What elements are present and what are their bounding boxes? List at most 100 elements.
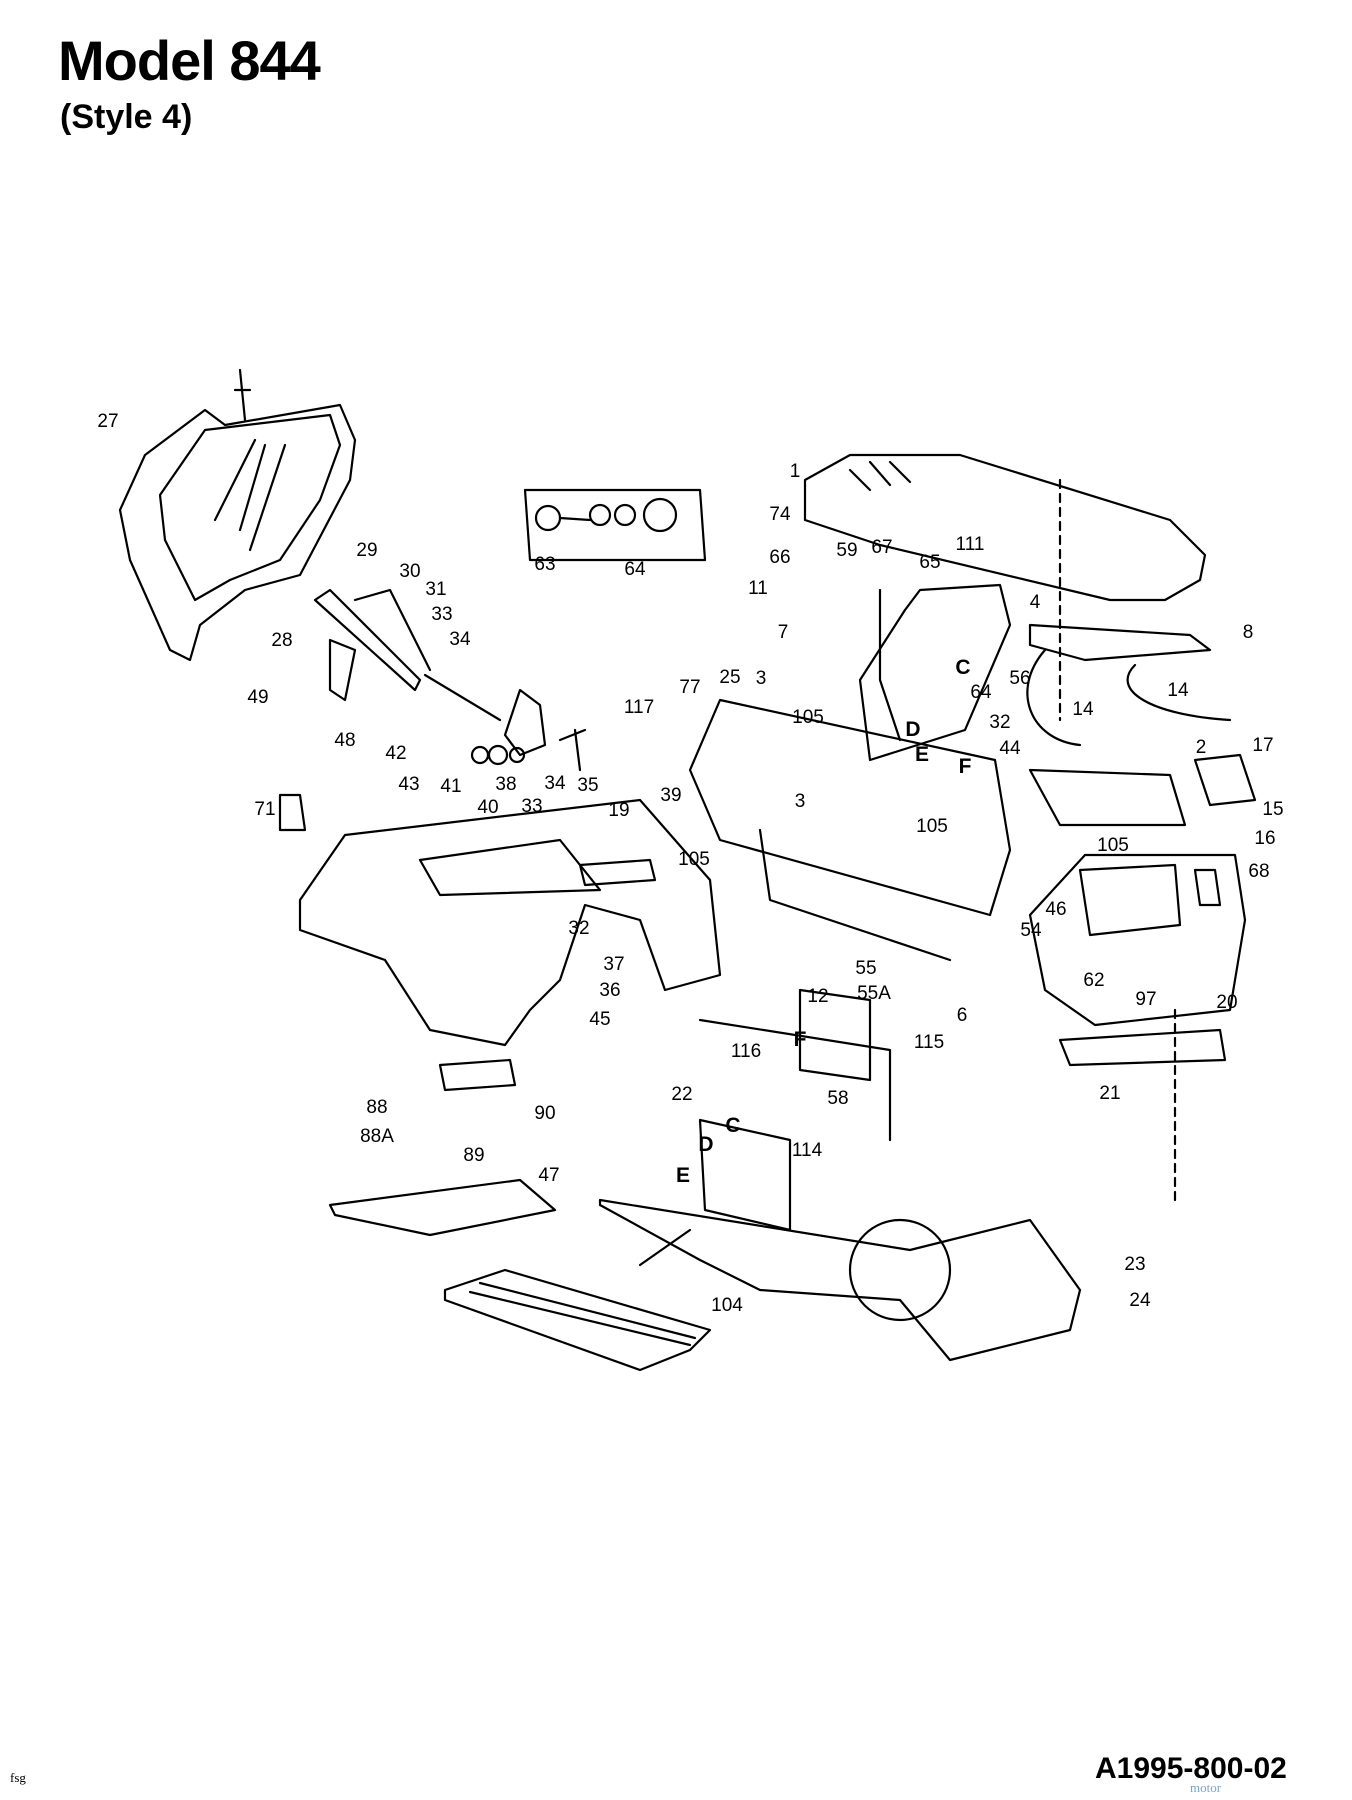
callout: 20 [1216, 992, 1238, 1013]
callout: 89 [463, 1145, 485, 1166]
ref-letter: F [793, 1028, 807, 1051]
callout: 116 [730, 1041, 762, 1062]
watermark: motor [1190, 1780, 1222, 1795]
callout: 16 [1254, 828, 1276, 849]
callout: 32 [989, 712, 1011, 733]
callout: 45 [589, 1009, 611, 1030]
callout: 25 [719, 667, 741, 688]
callout: 40 [477, 797, 499, 818]
callout: 97 [1135, 989, 1157, 1010]
callout: 22 [671, 1084, 693, 1105]
callout: 48 [334, 730, 356, 751]
callout: 7 [777, 622, 789, 643]
hood [1028, 753, 1257, 1202]
callout: 71 [254, 799, 276, 820]
ref-letter: E [675, 1164, 691, 1187]
callout: 65 [919, 552, 941, 573]
callout: 58 [827, 1088, 849, 1109]
callout: 74 [769, 504, 791, 525]
callout: 49 [247, 687, 269, 708]
callout: 47 [538, 1165, 560, 1186]
callout: 39 [660, 785, 682, 806]
callout: 114 [791, 1140, 823, 1161]
callout: 42 [385, 743, 407, 764]
callout: 21 [1099, 1083, 1121, 1104]
callout: 35 [577, 775, 599, 796]
callout: 88A [360, 1126, 394, 1147]
callout: 33 [521, 796, 543, 817]
callout: 8 [1242, 622, 1254, 643]
callout: 59 [836, 540, 858, 561]
console-assembly [118, 368, 357, 662]
callout: 30 [399, 561, 421, 582]
callout: 38 [495, 774, 517, 795]
page-title: Model 844 [58, 29, 321, 92]
callout: 66 [769, 547, 791, 568]
callout: 105 [792, 707, 824, 728]
callout: 11 [748, 578, 768, 599]
callout: 46 [1045, 899, 1067, 920]
callout: 64 [624, 559, 646, 580]
callout: 1 [789, 461, 801, 482]
callout: 55 [855, 958, 877, 979]
callout: 4 [1029, 592, 1041, 613]
left-fender [278, 793, 722, 1047]
callout: 37 [603, 954, 625, 975]
callout: 105 [678, 849, 710, 870]
footrest [328, 1058, 712, 1372]
callout: 34 [544, 773, 566, 794]
callout: 14 [1167, 680, 1189, 701]
seat [803, 453, 1207, 602]
callout: 117 [623, 697, 655, 718]
ref-letter: E [914, 743, 930, 766]
callout: 15 [1262, 799, 1284, 820]
callout: 6 [956, 1005, 968, 1026]
callout: 90 [534, 1103, 556, 1124]
ref-letter: D [698, 1133, 714, 1156]
callout: 88 [366, 1097, 388, 1118]
callout: 64 [970, 682, 992, 703]
lever-assembly [313, 588, 587, 772]
callout: 62 [1083, 970, 1105, 991]
callout: 105 [916, 816, 948, 837]
callout: 36 [599, 980, 621, 1001]
seat-bracket [1026, 478, 1232, 747]
callout: 29 [356, 540, 378, 561]
callout: 34 [449, 629, 471, 650]
page-subtitle: (Style 4) [60, 98, 193, 136]
callout: 67 [871, 537, 893, 558]
callout: 68 [1248, 861, 1270, 882]
callout: 3 [755, 668, 767, 689]
callout: 27 [97, 411, 119, 432]
callout: 3 [794, 791, 806, 812]
callout: 19 [608, 800, 630, 821]
footer-note: fsg [10, 1770, 26, 1785]
key-ignition-panel [523, 488, 707, 562]
callout: 43 [398, 774, 420, 795]
callout: 54 [1020, 920, 1042, 941]
callout: 115 [913, 1032, 945, 1053]
callout: 55A [857, 983, 891, 1004]
callout: 111 [955, 534, 985, 555]
ref-letter: F [958, 755, 972, 778]
ref-letter: C [955, 656, 971, 679]
callout: 14 [1072, 699, 1094, 720]
callout: 12 [807, 986, 829, 1007]
ref-letter: C [725, 1114, 741, 1137]
dash-panel [688, 583, 1012, 962]
ref-letter: D [905, 718, 921, 741]
callout: 23 [1124, 1254, 1146, 1275]
callout: 44 [999, 738, 1021, 759]
callout: 31 [425, 579, 447, 600]
callout: 24 [1129, 1290, 1151, 1311]
callout: 28 [271, 630, 293, 651]
callout: 17 [1252, 735, 1274, 756]
callout: 104 [711, 1295, 743, 1316]
frame [598, 988, 1082, 1362]
callout: 56 [1009, 668, 1031, 689]
drawing-code: A1995-800-02 [1095, 1752, 1287, 1785]
callout: 32 [568, 918, 590, 939]
callout: 63 [534, 554, 556, 575]
callout: 33 [431, 604, 453, 625]
